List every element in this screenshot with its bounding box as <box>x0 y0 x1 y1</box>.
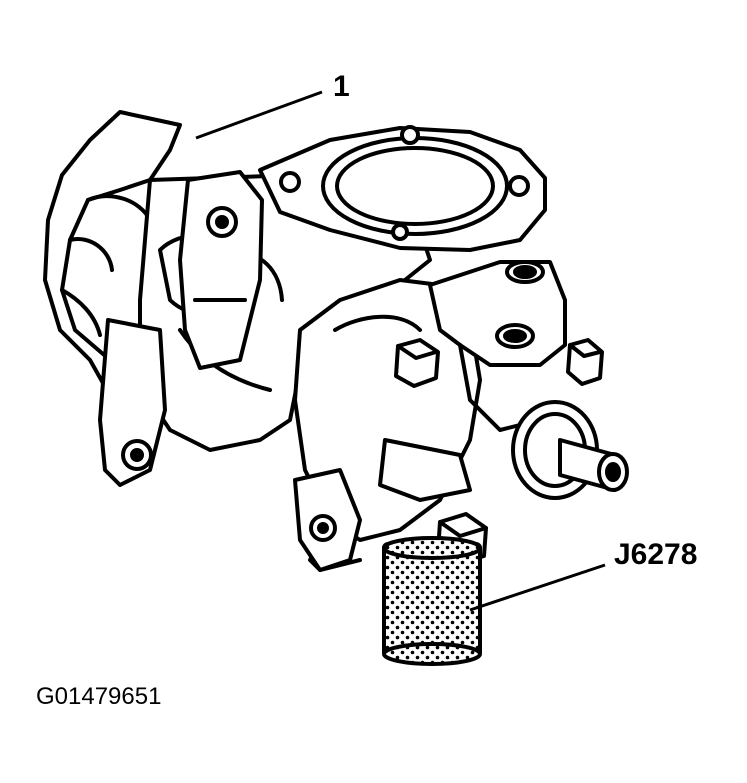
callout-part-1: 1 <box>333 70 350 103</box>
input-shaft <box>511 400 629 500</box>
left-mounting-ear <box>98 318 167 487</box>
sector-shaft-detail <box>378 438 472 502</box>
lower-mounting-ear <box>293 468 362 572</box>
leader-line-part-1 <box>195 90 323 140</box>
tool-j6278-socket <box>382 536 482 666</box>
top-flange <box>258 125 547 252</box>
leader-line-tool <box>469 563 606 612</box>
bolt-upper-left <box>394 338 440 388</box>
bolt-right <box>566 338 604 386</box>
callout-tool-j6278: J6278 <box>614 538 698 571</box>
figure-id: G01479651 <box>36 683 162 710</box>
upper-mounting-ear <box>178 170 264 370</box>
